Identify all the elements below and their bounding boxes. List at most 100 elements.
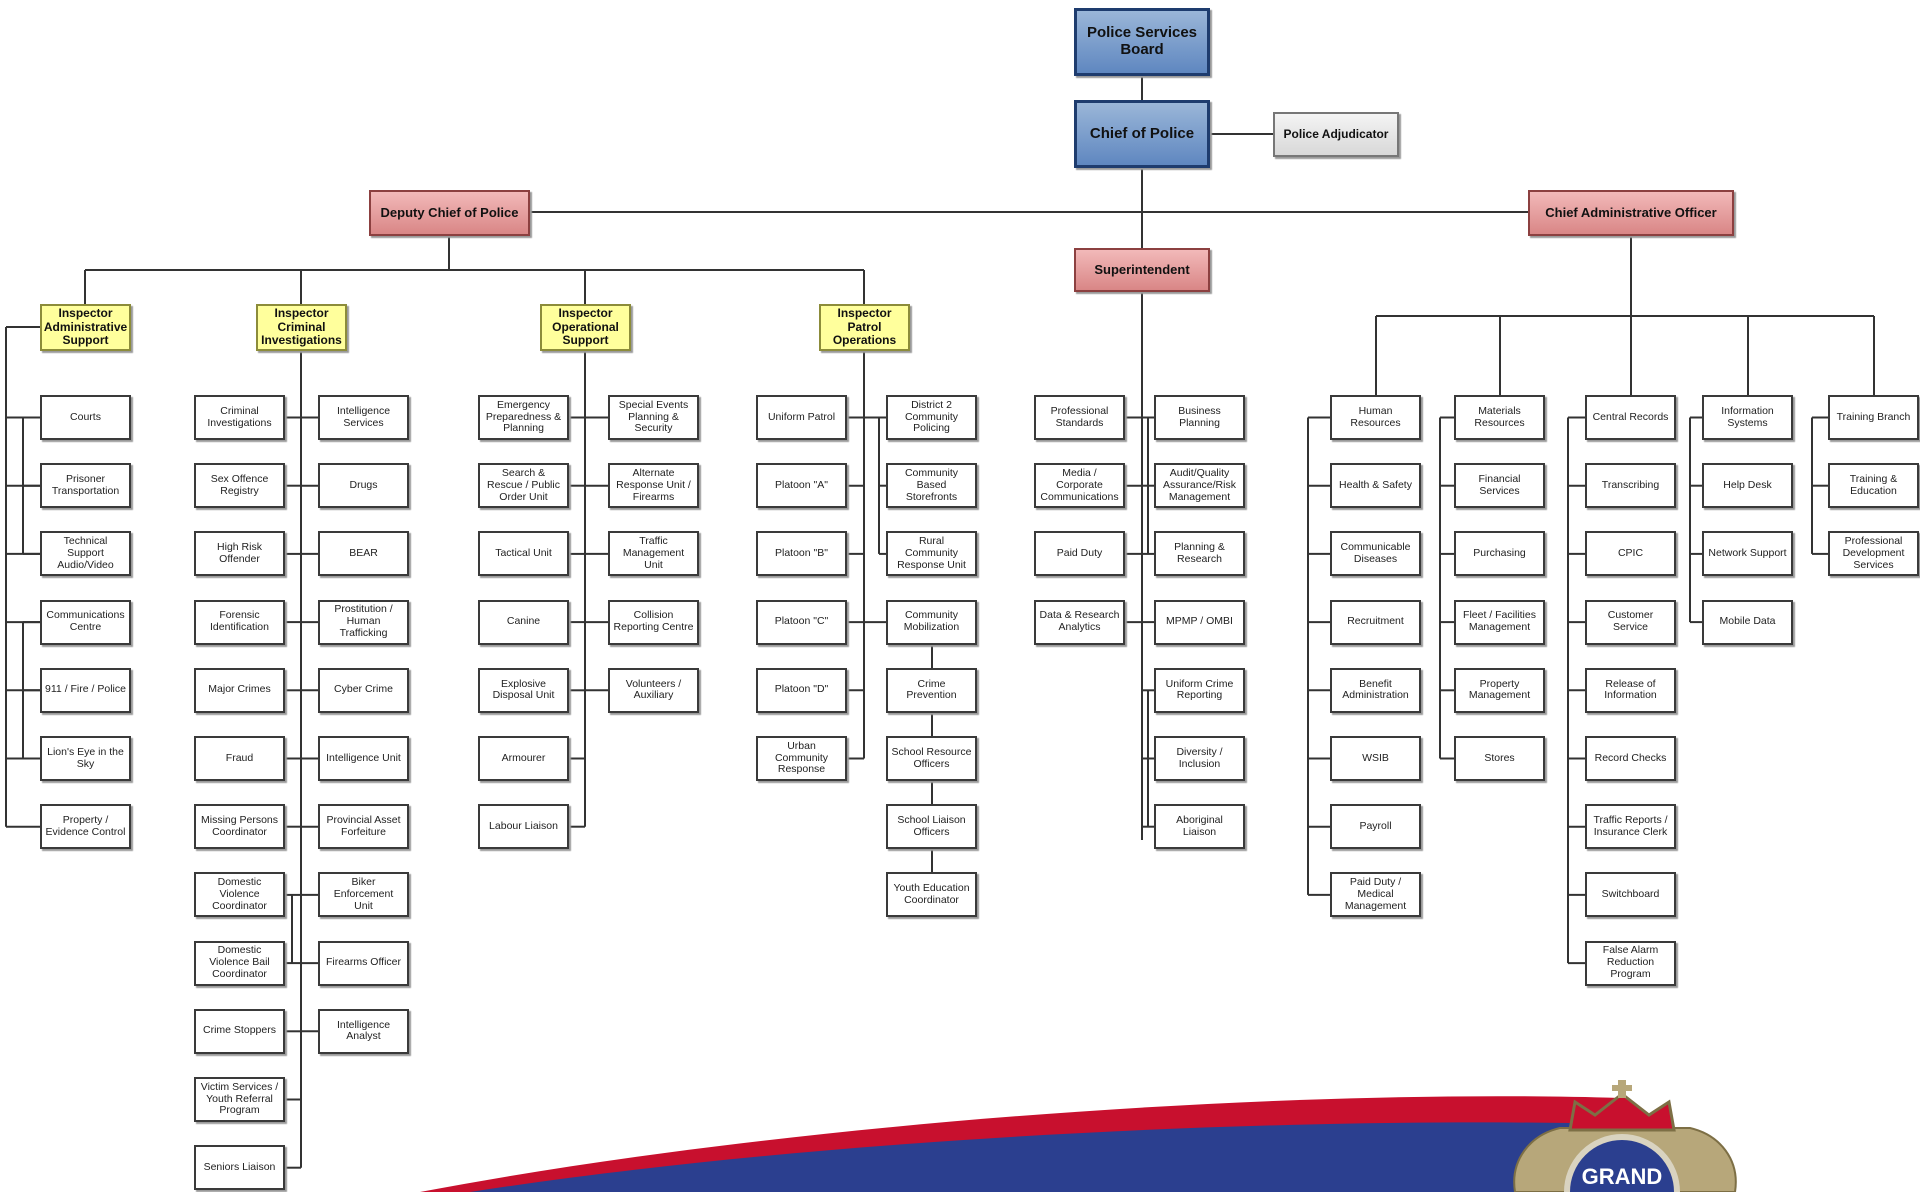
crown-icon bbox=[1568, 1092, 1676, 1132]
node-media-corporate-communications: Media / Corporate Communications bbox=[1034, 463, 1125, 509]
node-paid-duty: Paid Duty bbox=[1034, 531, 1125, 577]
node-crime-stoppers: Crime Stoppers bbox=[194, 1008, 285, 1054]
node-prostitution-human-trafficking: Prostitution / Human Trafficking bbox=[318, 599, 409, 645]
node-search-rescue-public-order-unit: Search & Rescue / Public Order Unit bbox=[478, 463, 569, 509]
node-youth-education-coordinator: Youth Education Coordinator bbox=[886, 872, 977, 918]
node-drugs: Drugs bbox=[318, 463, 409, 509]
node-armourer: Armourer bbox=[478, 736, 569, 781]
node-district-2-community-policing: District 2 Community Policing bbox=[886, 395, 977, 440]
node-diversity-inclusion: Diversity / Inclusion bbox=[1154, 736, 1245, 781]
footer-banner: GRAND bbox=[420, 1080, 1737, 1192]
node-payroll: Payroll bbox=[1330, 804, 1421, 850]
node-forensic-identification: Forensic Identification bbox=[194, 599, 285, 645]
node-superintendent: Superintendent bbox=[1074, 248, 1210, 292]
node-business-planning: Business Planning bbox=[1154, 395, 1245, 440]
node-chief-administrative-officer: Chief Administrative Officer bbox=[1528, 190, 1734, 236]
node-school-resource-officers: School Resource Officers bbox=[886, 736, 977, 781]
node-courts: Courts bbox=[40, 395, 131, 440]
node-volunteers-auxiliary: Volunteers / Auxiliary bbox=[608, 667, 699, 713]
node-release-of-information: Release of Information bbox=[1585, 667, 1676, 713]
node-police-services-board: Police Services Board bbox=[1074, 8, 1210, 76]
node-planning-research: Planning & Research bbox=[1154, 531, 1245, 577]
node-inspector-criminal-investigations: Inspector Criminal Investigations bbox=[256, 304, 347, 351]
node-network-support: Network Support bbox=[1702, 531, 1793, 577]
node-911-fire-police: 911 / Fire / Police bbox=[40, 667, 131, 713]
node-inspector-patrol-operations: Inspector Patrol Operations bbox=[819, 304, 910, 351]
node-missing-persons-coordinator: Missing Persons Coordinator bbox=[194, 804, 285, 850]
node-major-crimes: Major Crimes bbox=[194, 667, 285, 713]
node-wsib: WSIB bbox=[1330, 736, 1421, 781]
node-fraud: Fraud bbox=[194, 736, 285, 781]
node-platoon-b: Platoon "B" bbox=[756, 531, 847, 577]
node-tactical-unit: Tactical Unit bbox=[478, 531, 569, 577]
node-cpic: CPIC bbox=[1585, 531, 1676, 577]
node-community-mobilization: Community Mobilization bbox=[886, 599, 977, 645]
node-aboriginal-liaison: Aboriginal Liaison bbox=[1154, 804, 1245, 850]
node-switchboard: Switchboard bbox=[1585, 872, 1676, 918]
node-chief-of-police: Chief of Police bbox=[1074, 100, 1210, 168]
node-communications-centre: Communications Centre bbox=[40, 599, 131, 645]
node-criminal-investigations: Criminal Investigations bbox=[194, 395, 285, 440]
node-domestic-violence-coordinator: Domestic Violence Coordinator bbox=[194, 872, 285, 918]
node-collision-reporting-centre: Collision Reporting Centre bbox=[608, 599, 699, 645]
node-transcribing: Transcribing bbox=[1585, 463, 1676, 509]
node-technical-support-audio-video: Technical Support Audio/Video bbox=[40, 531, 131, 577]
node-victim-services-youth-referral-program: Victim Services / Youth Referral Program bbox=[194, 1077, 285, 1122]
node-financial-services: Financial Services bbox=[1454, 463, 1545, 509]
node-recruitment: Recruitment bbox=[1330, 599, 1421, 645]
node-information-systems: Information Systems bbox=[1702, 395, 1793, 440]
node-intelligence-unit: Intelligence Unit bbox=[318, 736, 409, 781]
node-provincial-asset-forfeiture: Provincial Asset Forfeiture bbox=[318, 804, 409, 850]
node-special-events-planning-security: Special Events Planning & Security bbox=[608, 395, 699, 440]
node-health-safety: Health & Safety bbox=[1330, 463, 1421, 509]
node-central-records: Central Records bbox=[1585, 395, 1676, 440]
node-data-research-analytics: Data & Research Analytics bbox=[1034, 599, 1125, 645]
node-property-management: Property Management bbox=[1454, 667, 1545, 713]
node-firearms-officer: Firearms Officer bbox=[318, 940, 409, 986]
node-sex-offence-registry: Sex Offence Registry bbox=[194, 463, 285, 509]
node-communicable-diseases: Communicable Diseases bbox=[1330, 531, 1421, 577]
node-canine: Canine bbox=[478, 599, 569, 645]
crest-text: GRAND bbox=[1582, 1164, 1663, 1189]
node-stores: Stores bbox=[1454, 736, 1545, 781]
node-inspector-operational-support: Inspector Operational Support bbox=[540, 304, 631, 351]
node-inspector-administrative-support: Inspector Administrative Support bbox=[40, 304, 131, 351]
node-human-resources: Human Resources bbox=[1330, 395, 1421, 440]
node-labour-liaison: Labour Liaison bbox=[478, 804, 569, 850]
node-training-branch: Training Branch bbox=[1828, 395, 1919, 440]
node-platoon-a: Platoon "A" bbox=[756, 463, 847, 509]
node-alternate-response-unit-firearms: Alternate Response Unit / Firearms bbox=[608, 463, 699, 509]
node-mpmp-ombi: MPMP / OMBI bbox=[1154, 599, 1245, 645]
node-urban-community-response: Urban Community Response bbox=[756, 736, 847, 781]
node-lion-s-eye-in-the-sky: Lion's Eye in the Sky bbox=[40, 736, 131, 781]
node-professional-standards: Professional Standards bbox=[1034, 395, 1125, 440]
node-high-risk-offender: High Risk Offender bbox=[194, 531, 285, 577]
node-intelligence-analyst: Intelligence Analyst bbox=[318, 1008, 409, 1054]
node-prisoner-transportation: Prisoner Transportation bbox=[40, 463, 131, 509]
node-deputy-chief-of-police: Deputy Chief of Police bbox=[369, 190, 530, 236]
node-traffic-reports-insurance-clerk: Traffic Reports / Insurance Clerk bbox=[1585, 804, 1676, 850]
node-cyber-crime: Cyber Crime bbox=[318, 667, 409, 713]
node-false-alarm-reduction-program: False Alarm Reduction Program bbox=[1585, 940, 1676, 986]
node-seniors-liaison: Seniors Liaison bbox=[194, 1145, 285, 1191]
node-benefit-administration: Benefit Administration bbox=[1330, 667, 1421, 713]
node-customer-service: Customer Service bbox=[1585, 599, 1676, 645]
node-school-liaison-officers: School Liaison Officers bbox=[886, 804, 977, 850]
node-crime-prevention: Crime Prevention bbox=[886, 667, 977, 713]
node-help-desk: Help Desk bbox=[1702, 463, 1793, 509]
node-intelligence-services: Intelligence Services bbox=[318, 395, 409, 440]
node-paid-duty-medical-management: Paid Duty / Medical Management bbox=[1330, 872, 1421, 918]
police-crest-emblem: GRAND bbox=[1513, 1080, 1737, 1192]
node-biker-enforcement-unit: Biker Enforcement Unit bbox=[318, 872, 409, 918]
node-materials-resources: Materials Resources bbox=[1454, 395, 1545, 440]
footer-blue-swoosh bbox=[470, 1122, 1620, 1192]
node-purchasing: Purchasing bbox=[1454, 531, 1545, 577]
node-explosive-disposal-unit: Explosive Disposal Unit bbox=[478, 667, 569, 713]
node-police-adjudicator: Police Adjudicator bbox=[1273, 112, 1399, 157]
node-platoon-c: Platoon "C" bbox=[756, 599, 847, 645]
node-platoon-d: Platoon "D" bbox=[756, 667, 847, 713]
node-uniform-crime-reporting: Uniform Crime Reporting bbox=[1154, 667, 1245, 713]
node-domestic-violence-bail-coordinator: Domestic Violence Bail Coordinator bbox=[194, 940, 285, 986]
